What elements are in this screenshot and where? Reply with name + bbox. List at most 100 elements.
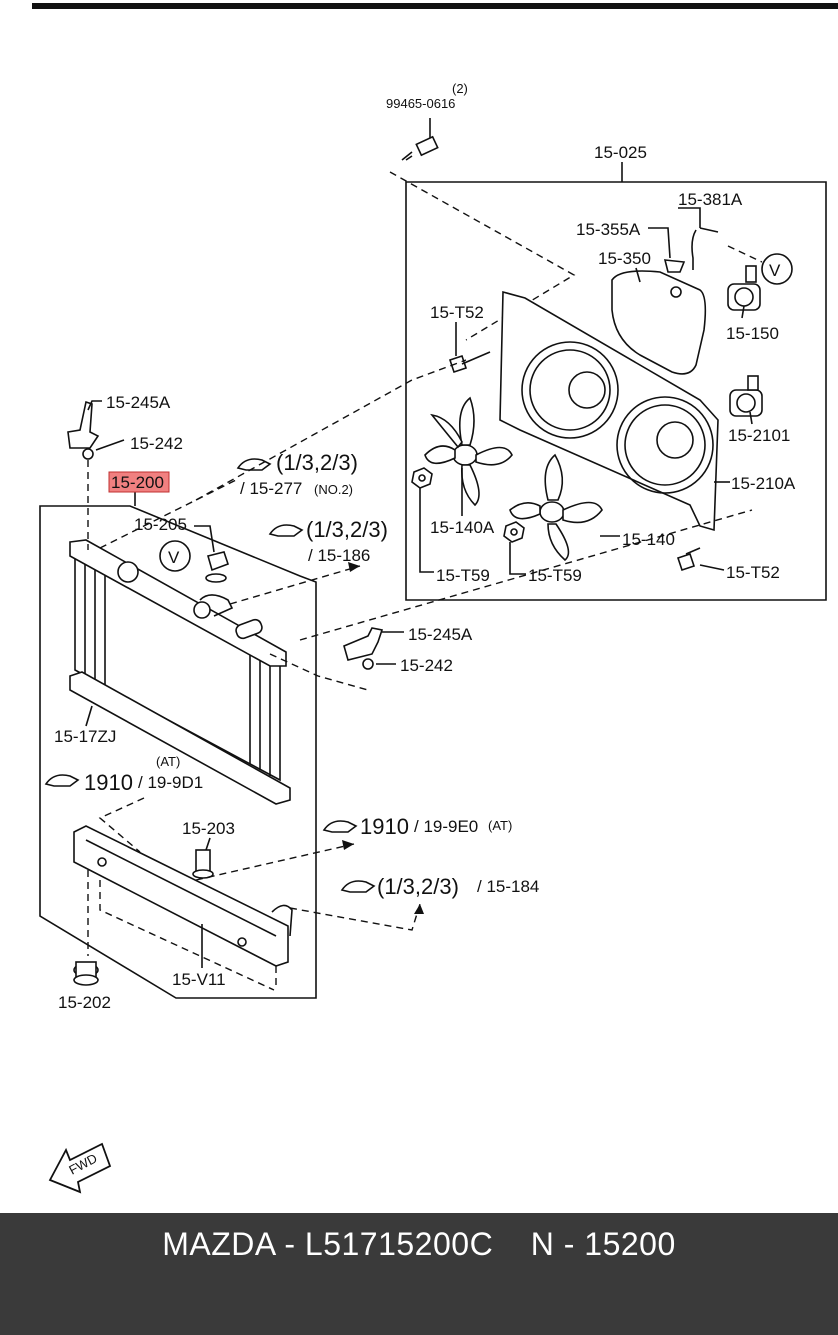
- v-letter-fan: V: [769, 261, 781, 280]
- dash-bracket-mid: [269, 653, 369, 691]
- v-letter-radiator: V: [168, 548, 180, 567]
- ref-184-main: (1/3,2/3): [377, 874, 459, 899]
- dash-ref-9d1: [98, 797, 145, 853]
- label-radiator: 15-200: [111, 473, 164, 492]
- arrow-ref-186: [348, 562, 360, 572]
- leader-t59-a: [419, 488, 434, 573]
- leader-2101: [749, 411, 753, 425]
- leader-242-top: [95, 439, 125, 451]
- label-v11: 15-V11: [172, 970, 226, 989]
- fan-shroud-icon: [499, 290, 719, 532]
- hose-381a-icon: [691, 227, 719, 270]
- label-140a: 15-140A: [430, 518, 495, 537]
- ref-9e0-sub: / 19-9E0: [414, 817, 478, 836]
- fan-140-icon: [509, 453, 603, 562]
- reservoir-icon: [611, 270, 707, 375]
- caption-text: MAZDA - L51715200C N - 15200: [162, 1226, 676, 1262]
- drain-plug-icon: [192, 849, 214, 879]
- radiator-frame: [39, 505, 317, 999]
- label-fan-assembly: 15-025: [594, 143, 647, 162]
- label-t59-b: 15-T59: [528, 566, 582, 585]
- label-245a-mid: 15-245A: [408, 625, 473, 644]
- label-245a-top: 15-245A: [106, 393, 171, 412]
- dash-ref-184: [289, 903, 421, 931]
- ref-277-sub: / 15-277: [240, 479, 302, 498]
- ref-186-main: (1/3,2/3): [306, 517, 388, 542]
- v-marker-fan: [761, 253, 793, 285]
- label-2101: 15-2101: [728, 426, 790, 445]
- v-leader-fan: [727, 245, 763, 263]
- v-marker-radiator: [159, 540, 191, 572]
- top-border: [32, 3, 838, 9]
- nut-t59-b-icon: [503, 521, 525, 543]
- leader-245a-top: [87, 400, 102, 411]
- mount-202-icon: [73, 961, 99, 986]
- fwd-arrow-icon: [48, 1142, 112, 1194]
- cap-355a-icon: [663, 259, 686, 273]
- label-350: 15-350: [598, 249, 651, 268]
- ref-9e0-main: 1910: [360, 814, 409, 839]
- bolt-t52-bottom-icon: [676, 547, 701, 572]
- book-icon-186: [268, 524, 304, 537]
- fan-140a-icon: [424, 396, 513, 507]
- radiator-cap-icon: [205, 551, 230, 583]
- book-icon-184: [340, 880, 376, 893]
- ref-186-sub: / 15-186: [308, 546, 370, 565]
- leader-t59-b: [509, 542, 526, 575]
- seal-17zj-icon: [69, 671, 291, 805]
- leader-355a: [648, 227, 671, 259]
- label-150: 15-150: [726, 324, 779, 343]
- ref-9e0-note: (AT): [488, 818, 512, 833]
- book-icon-277: [236, 458, 272, 471]
- label-bolt-part: 99465-0616: [386, 96, 455, 111]
- nut-t59-a-icon: [411, 467, 433, 489]
- leader-381a: [678, 207, 701, 228]
- dash-radiator-fan-2: [299, 509, 753, 641]
- label-242-top: 15-242: [130, 434, 183, 453]
- label-355a: 15-355A: [576, 220, 641, 239]
- label-203: 15-203: [182, 819, 235, 838]
- bracket-245a-top-icon: [67, 400, 100, 460]
- arrow-ref-184: [414, 904, 424, 914]
- leader-17zj: [85, 705, 93, 727]
- label-381a: 15-381A: [678, 190, 743, 209]
- lower-tank-icon: [73, 825, 293, 967]
- radiator-core-icon: [69, 539, 287, 782]
- label-t52-bottom: 15-T52: [726, 563, 780, 582]
- arrow-ref-9e0: [342, 840, 354, 850]
- label-210a: 15-210A: [731, 474, 796, 493]
- ref-277-note: (NO.2): [314, 482, 353, 497]
- label-140: 15-140: [622, 530, 675, 549]
- ref-9d1-sub: / 19-9D1: [138, 773, 203, 792]
- label-205: 15-205: [134, 515, 187, 534]
- leader-t52-bottom: [699, 564, 725, 571]
- resistor-icon: [729, 375, 763, 417]
- dash-ref-9e0: [195, 843, 355, 881]
- leader-150: [741, 305, 745, 319]
- bracket-245a-mid-icon: [343, 627, 384, 670]
- ref-9d1-main: 1910: [84, 770, 133, 795]
- caption-bar: [0, 1213, 838, 1335]
- bolt-99465-icon: [401, 118, 439, 161]
- label-202: 15-202: [58, 993, 111, 1012]
- fan-assembly-frame: [405, 181, 827, 601]
- label-t59-a: 15-T59: [436, 566, 490, 585]
- fan-motor-icon: [727, 265, 761, 311]
- label-t52-top: 15-T52: [430, 303, 484, 322]
- dash-v11-left: [99, 880, 275, 991]
- bolt-t52-top-icon: [448, 351, 491, 374]
- ref-277-main: (1/3,2/3): [276, 450, 358, 475]
- label-242-mid: 15-242: [400, 656, 453, 675]
- label-17zj: 15-17ZJ: [54, 727, 116, 746]
- ref-184-sub: / 15-184: [477, 877, 539, 896]
- radiator-highlight: [108, 471, 170, 493]
- dash-ref-277: [99, 479, 237, 549]
- leader-205: [194, 525, 215, 553]
- book-icon-9d1: [44, 774, 80, 787]
- book-icon-9e0: [322, 820, 358, 833]
- dash-ref-186: [229, 565, 361, 605]
- leader-203: [205, 837, 211, 851]
- label-bolt-qty: (2): [452, 81, 468, 96]
- leader-350: [635, 267, 641, 283]
